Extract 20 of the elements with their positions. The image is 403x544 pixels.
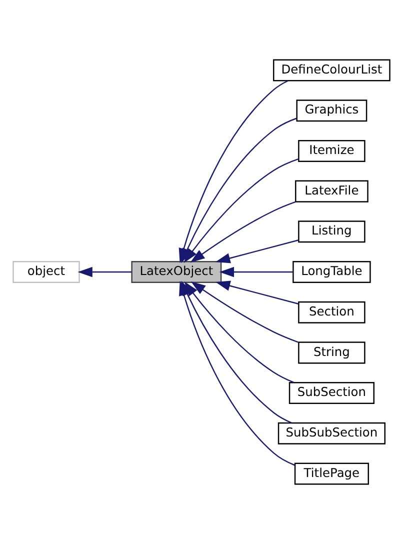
arrow <box>215 240 299 264</box>
node-box: LatexFile <box>295 180 368 202</box>
node-box: Section <box>298 301 366 324</box>
arrow <box>215 280 299 304</box>
node-box: LongTable <box>292 261 371 283</box>
node-box: SubSection <box>288 382 374 404</box>
node-box: DefineColourList <box>273 59 390 82</box>
node-box: String <box>298 342 366 364</box>
node-box: Listing <box>298 220 366 243</box>
node-box: object <box>12 261 80 283</box>
node-box: SubSubSection <box>278 422 386 444</box>
node-box: TitlePage <box>294 462 369 485</box>
node-box: Itemize <box>298 140 366 162</box>
node-box: Graphics <box>296 100 368 122</box>
node-box: LatexObject <box>131 261 222 283</box>
arrow <box>219 266 294 278</box>
arrow <box>190 282 298 343</box>
arrow <box>184 158 299 263</box>
arrow <box>190 201 296 263</box>
arrow <box>78 266 132 278</box>
